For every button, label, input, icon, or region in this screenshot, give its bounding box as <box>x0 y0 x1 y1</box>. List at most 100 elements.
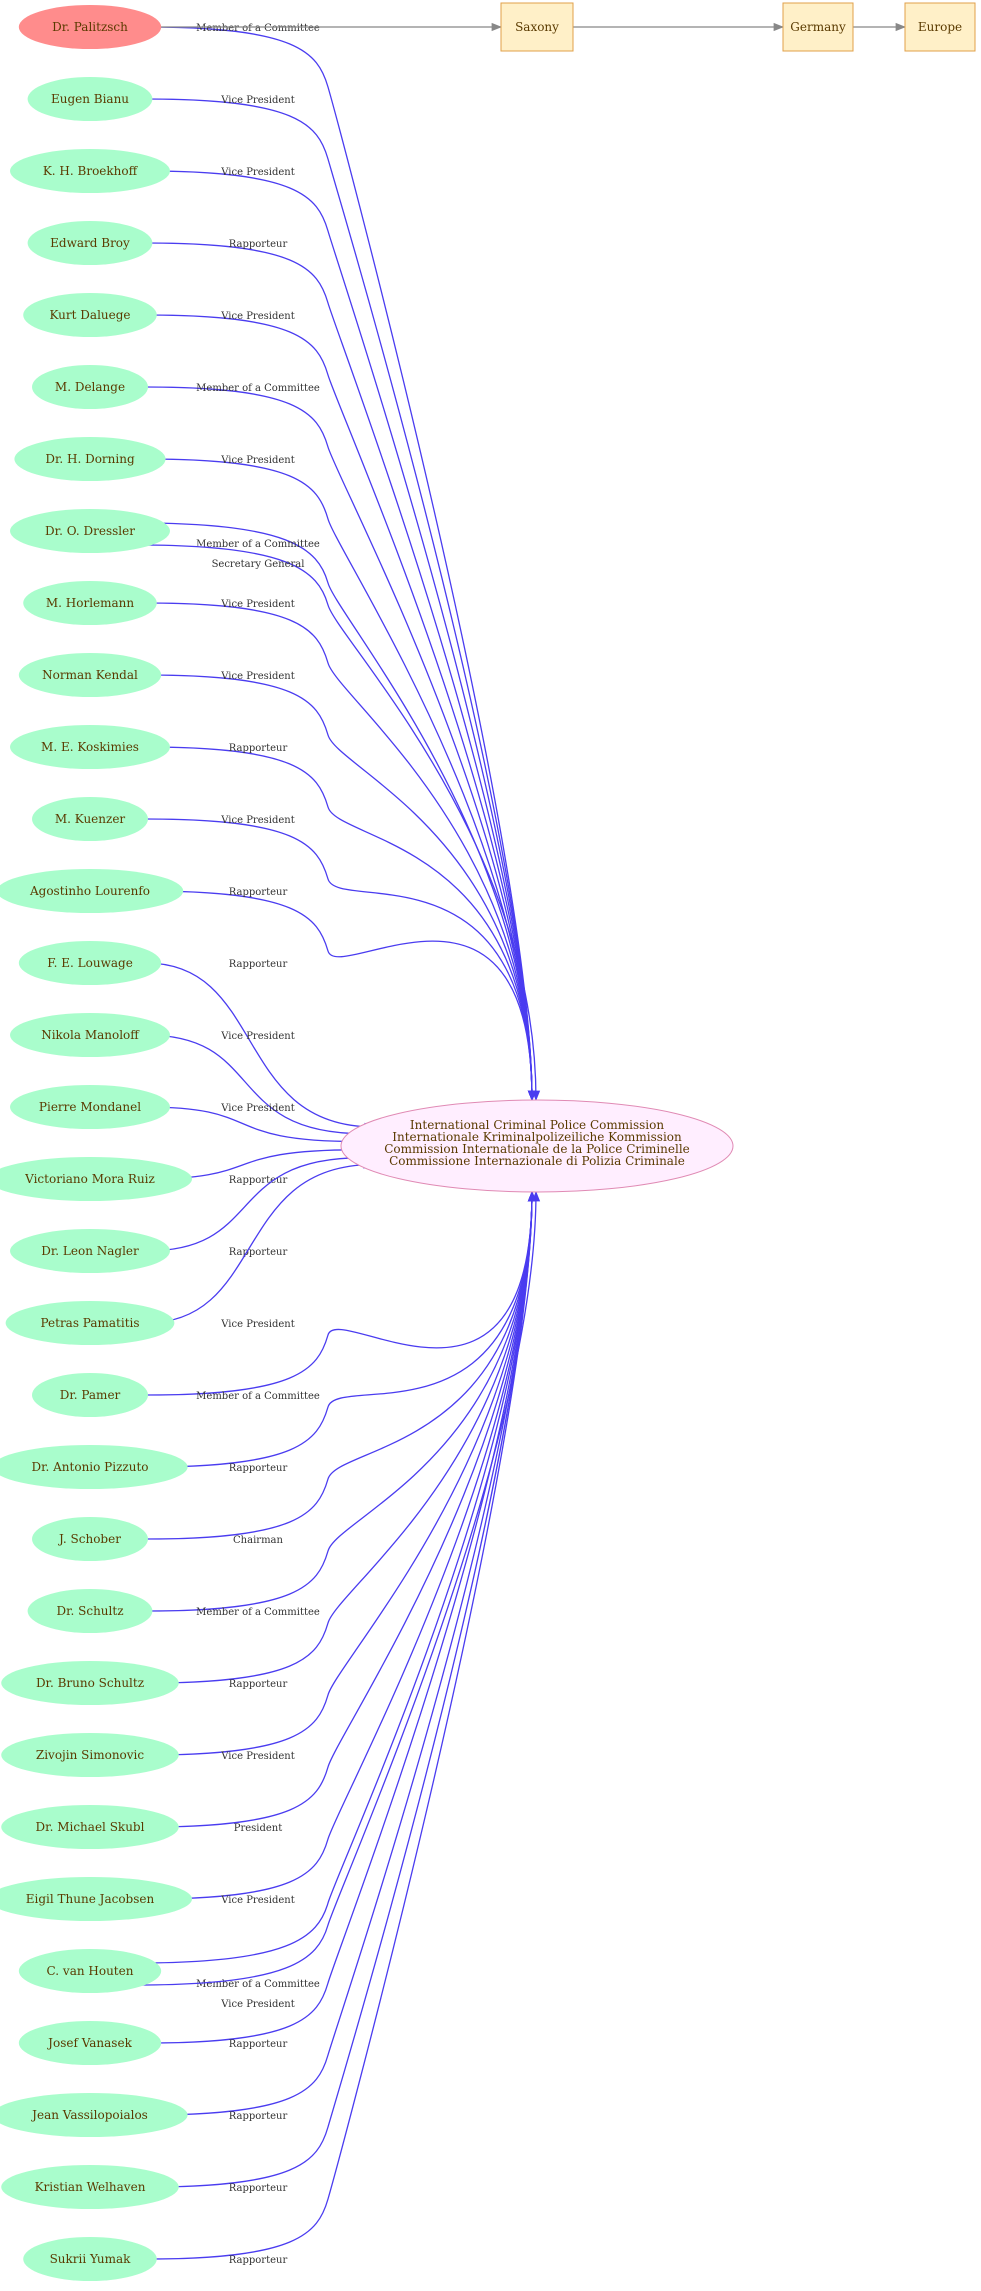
person-node-label: Jean Vassilopoialos <box>30 2108 148 2122</box>
edge-petras-pamatitis-0 <box>145 1160 374 1324</box>
edge-dr-schultz-0 <box>145 1190 537 1612</box>
edge-nikola-manoloff-0 <box>145 1034 365 1138</box>
person-node-kristian-welhaven[interactable]: Kristian Welhaven <box>1 2165 179 2209</box>
person-node-shape <box>18 2021 162 2065</box>
person-node-shape <box>18 653 162 697</box>
edge-label: Vice President <box>220 1319 294 1330</box>
place-node-label: Germany <box>790 20 846 34</box>
person-node-eigil-thune-jacobsen[interactable]: Eigil Thune Jacobsen <box>0 1877 192 1921</box>
person-node-f-e-louwage[interactable]: F. E. Louwage <box>18 941 162 985</box>
person-node-dr-antonio-pizzuto[interactable]: Dr. Antonio Pizzuto <box>0 1445 188 1489</box>
edge-label: President <box>234 1823 283 1834</box>
person-node-k-h-broekhoff[interactable]: K. H. Broekhoff <box>10 149 170 193</box>
edge-dr-o-dressler-1 <box>137 544 541 1102</box>
edge-m-horlemann-0 <box>145 602 537 1102</box>
person-node-label: Kurt Daluege <box>49 308 130 322</box>
person-node-jean-vassilopoialos[interactable]: Jean Vassilopoialos <box>0 2093 188 2137</box>
person-node-shape <box>23 581 157 625</box>
edge-label: Chairman <box>233 1535 283 1546</box>
edge-dr-michael-skubl-0 <box>145 1190 537 1828</box>
person-node-dr-pamer[interactable]: Dr. Pamer <box>32 1373 148 1417</box>
person-node-m-horlemann[interactable]: M. Horlemann <box>23 581 157 625</box>
edge-norman-kendal-0 <box>145 674 537 1102</box>
person-node-sukrii-yumak[interactable]: Sukrii Yumak <box>23 2237 157 2281</box>
center-node-label: Commissione Internazionale di Polizia Cr… <box>389 1154 685 1168</box>
person-node-shape <box>10 725 170 769</box>
person-node-label: Edward Broy <box>50 236 130 250</box>
person-node-label: Eugen Bianu <box>51 92 129 106</box>
edge-label: Vice President <box>220 815 294 826</box>
edge-label: Rapporteur <box>229 959 288 970</box>
person-node-label: Sukrii Yumak <box>50 2252 132 2266</box>
person-node-victoriano-mora-ruiz[interactable]: Victoriano Mora Ruiz <box>0 1157 192 1201</box>
person-node-josef-vanasek[interactable]: Josef Vanasek <box>18 2021 162 2065</box>
person-node-shape <box>18 5 162 49</box>
person-node-shape <box>32 1517 148 1561</box>
edge-label: Vice President <box>220 1103 294 1114</box>
person-node-norman-kendal[interactable]: Norman Kendal <box>18 653 162 697</box>
person-node-m-delange[interactable]: M. Delange <box>32 365 148 409</box>
person-node-label: Eigil Thune Jacobsen <box>26 1892 155 1906</box>
edge-c-van-houten-0 <box>137 1190 537 1964</box>
edge-kurt-daluege-0 <box>145 314 537 1102</box>
person-node-label: Dr. Palitzsch <box>52 20 128 34</box>
edge-m-kuenzer-0 <box>145 818 537 1102</box>
person-node-zivojin-simonovic[interactable]: Zivojin Simonovic <box>1 1733 179 1777</box>
person-node-dr-o-dressler[interactable]: Dr. O. Dressler <box>10 509 170 553</box>
center-node-label: Internationale Kriminalpolizeiliche Komm… <box>392 1130 682 1144</box>
person-node-shape <box>1 1661 179 1705</box>
edge-zivojin-simonovic-0 <box>145 1190 537 1756</box>
person-node-shape <box>1 1733 179 1777</box>
person-node-dr-bruno-schultz[interactable]: Dr. Bruno Schultz <box>1 1661 179 1705</box>
place-node-label: Saxony <box>515 20 559 34</box>
person-node-dr-schultz[interactable]: Dr. Schultz <box>27 1589 153 1633</box>
place-node-europe[interactable]: Europe <box>904 2 976 52</box>
person-node-shape <box>32 797 148 841</box>
person-node-agostinho-lourenfo[interactable]: Agostinho Lourenfo <box>0 869 184 913</box>
edge-dr-antonio-pizzuto-0 <box>145 1190 537 1468</box>
person-node-m-e-koskimies[interactable]: M. E. Koskimies <box>10 725 170 769</box>
edge-label: Member of a Committee <box>196 539 320 550</box>
person-node-edward-broy[interactable]: Edward Broy <box>27 221 153 265</box>
person-node-shape <box>0 869 184 913</box>
person-node-shape <box>0 2093 188 2137</box>
person-node-shape <box>27 77 153 121</box>
person-node-j-schober[interactable]: J. Schober <box>32 1517 148 1561</box>
person-node-label: Agostinho Lourenfo <box>29 884 150 898</box>
edge-label: Member of a Committee <box>196 23 320 34</box>
person-node-label: Nikola Manoloff <box>41 1028 140 1042</box>
person-node-pierre-mondanel[interactable]: Pierre Mondanel <box>10 1085 170 1129</box>
person-node-nikola-manoloff[interactable]: Nikola Manoloff <box>10 1013 170 1057</box>
person-node-shape <box>10 1013 170 1057</box>
person-node-label: Dr. Schultz <box>56 1604 123 1618</box>
person-node-shape <box>23 2237 157 2281</box>
edge-jean-vassilopoialos-0 <box>145 1190 537 2116</box>
person-node-dr-palitzsch[interactable]: Dr. Palitzsch <box>18 5 162 49</box>
person-node-shape <box>1 1805 179 1849</box>
person-node-label: Dr. Bruno Schultz <box>36 1676 144 1690</box>
person-node-dr-h-dorning[interactable]: Dr. H. Dorning <box>14 437 166 481</box>
place-node-box <box>500 2 574 52</box>
edge-eugen-bianu-0 <box>145 98 537 1102</box>
edge-label: Vice President <box>220 1999 294 2010</box>
person-node-label: Victoriano Mora Ruiz <box>24 1172 155 1186</box>
place-node-germany[interactable]: Germany <box>782 2 854 52</box>
person-node-label: Petras Pamatitis <box>40 1316 139 1330</box>
person-node-eugen-bianu[interactable]: Eugen Bianu <box>27 77 153 121</box>
person-node-shape <box>0 1877 192 1921</box>
edge-label: Vice President <box>220 311 294 322</box>
person-node-kurt-daluege[interactable]: Kurt Daluege <box>23 293 157 337</box>
edge-label: Rapporteur <box>229 2111 288 2122</box>
person-node-m-kuenzer[interactable]: M. Kuenzer <box>32 797 148 841</box>
person-node-petras-pamatitis[interactable]: Petras Pamatitis <box>5 1301 175 1345</box>
edge-eigil-thune-jacobsen-0 <box>145 1190 537 1900</box>
center-node-label: International Criminal Police Commission <box>410 1118 664 1132</box>
person-node-dr-leon-nagler[interactable]: Dr. Leon Nagler <box>10 1229 170 1273</box>
person-node-c-van-houten[interactable]: C. van Houten <box>18 1949 162 1993</box>
center-node: International Criminal Police Commission… <box>340 1099 734 1193</box>
edge-label: Vice President <box>220 1751 294 1762</box>
person-node-dr-michael-skubl[interactable]: Dr. Michael Skubl <box>1 1805 179 1849</box>
person-node-label: Zivojin Simonovic <box>36 1748 145 1762</box>
place-node-saxony[interactable]: Saxony <box>500 2 574 52</box>
